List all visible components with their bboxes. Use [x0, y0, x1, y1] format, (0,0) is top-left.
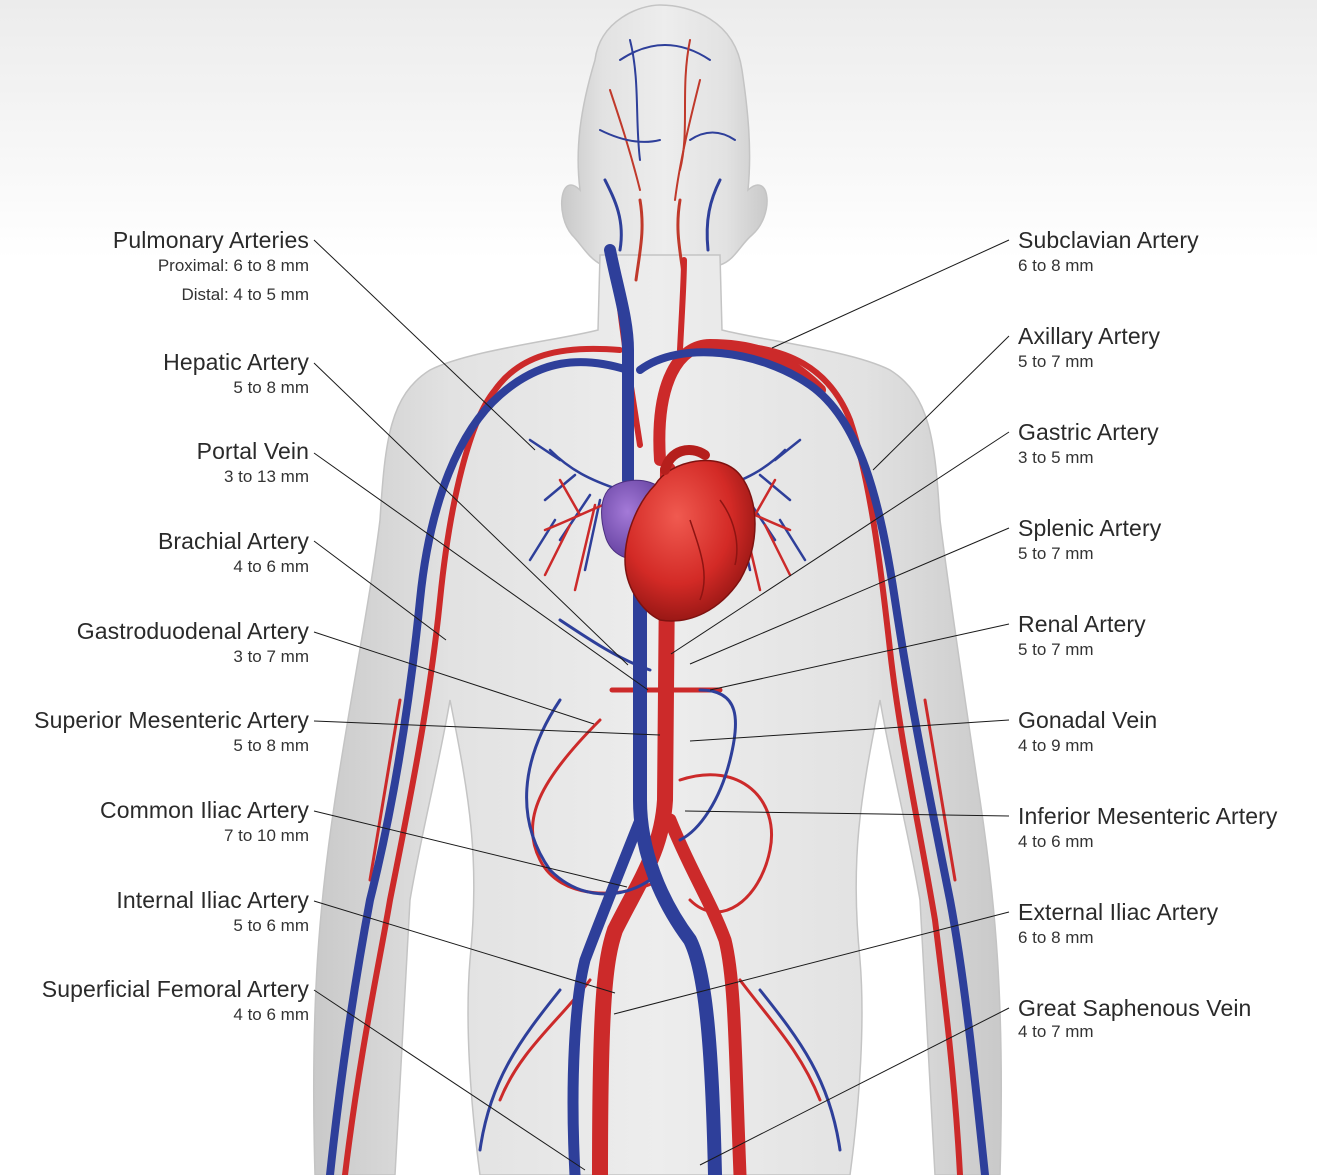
- label-size: Proximal: 6 to 8 mm: [113, 254, 309, 278]
- label-hepatic-artery: Hepatic Artery 5 to 8 mm: [163, 349, 309, 400]
- label-name: Superficial Femoral Artery: [42, 976, 309, 1003]
- label-name: Hepatic Artery: [163, 349, 309, 376]
- head-shape: [562, 5, 767, 285]
- label-name: Superior Mesenteric Artery: [34, 707, 309, 734]
- label-size: 5 to 7 mm: [1018, 638, 1146, 662]
- label-name: Splenic Artery: [1018, 515, 1161, 542]
- leader-subclavian-artery: [772, 240, 1009, 348]
- label-size: 3 to 5 mm: [1018, 446, 1159, 470]
- label-size: 3 to 7 mm: [77, 645, 309, 669]
- label-gastroduodenal-artery: Gastroduodenal Artery 3 to 7 mm: [77, 618, 309, 669]
- label-name: Renal Artery: [1018, 611, 1146, 638]
- label-name: Axillary Artery: [1018, 323, 1160, 350]
- label-name: Brachial Artery: [158, 528, 309, 555]
- label-size: 5 to 8 mm: [34, 734, 309, 758]
- label-size: 7 to 10 mm: [100, 824, 309, 848]
- label-size-secondary: Distal: 4 to 5 mm: [113, 284, 309, 306]
- label-name: Great Saphenous Vein: [1018, 995, 1251, 1022]
- label-name: Inferior Mesenteric Artery: [1018, 803, 1278, 830]
- label-axillary-artery: Axillary Artery 5 to 7 mm: [1018, 323, 1160, 374]
- label-size: 4 to 6 mm: [1018, 830, 1278, 854]
- label-superior-mesenteric-artery: Superior Mesenteric Artery 5 to 8 mm: [34, 707, 309, 758]
- label-size: 4 to 6 mm: [158, 555, 309, 579]
- label-size: 5 to 7 mm: [1018, 350, 1160, 374]
- label-subclavian-artery: Subclavian Artery 6 to 8 mm: [1018, 227, 1199, 278]
- label-name: Portal Vein: [197, 438, 309, 465]
- label-internal-iliac-artery: Internal Iliac Artery 5 to 6 mm: [116, 887, 309, 938]
- label-name: Gastroduodenal Artery: [77, 618, 309, 645]
- label-size: 4 to 7 mm: [1018, 1022, 1251, 1042]
- label-name: Gastric Artery: [1018, 419, 1159, 446]
- label-pulmonary-arteries: Pulmonary Arteries Proximal: 6 to 8 mm D…: [113, 227, 309, 306]
- label-portal-vein: Portal Vein 3 to 13 mm: [197, 438, 309, 489]
- label-size: 6 to 8 mm: [1018, 926, 1218, 950]
- label-size: 4 to 6 mm: [42, 1003, 309, 1027]
- label-splenic-artery: Splenic Artery 5 to 7 mm: [1018, 515, 1161, 566]
- label-name: Internal Iliac Artery: [116, 887, 309, 914]
- label-common-iliac-artery: Common Iliac Artery 7 to 10 mm: [100, 797, 309, 848]
- label-name: Pulmonary Arteries: [113, 227, 309, 254]
- label-name: Common Iliac Artery: [100, 797, 309, 824]
- label-size: 5 to 6 mm: [116, 914, 309, 938]
- label-size: 5 to 8 mm: [163, 376, 309, 400]
- label-name: External Iliac Artery: [1018, 899, 1218, 926]
- label-great-saphenous-vein: Great Saphenous Vein 4 to 7 mm: [1018, 995, 1251, 1042]
- label-inferior-mesenteric-artery: Inferior Mesenteric Artery 4 to 6 mm: [1018, 803, 1278, 854]
- label-size: 6 to 8 mm: [1018, 254, 1199, 278]
- label-size: 3 to 13 mm: [197, 465, 309, 489]
- label-brachial-artery: Brachial Artery 4 to 6 mm: [158, 528, 309, 579]
- label-name: Gonadal Vein: [1018, 707, 1157, 734]
- label-gastric-artery: Gastric Artery 3 to 5 mm: [1018, 419, 1159, 470]
- label-external-iliac-artery: External Iliac Artery 6 to 8 mm: [1018, 899, 1218, 950]
- label-gonadal-vein: Gonadal Vein 4 to 9 mm: [1018, 707, 1157, 758]
- label-name: Subclavian Artery: [1018, 227, 1199, 254]
- label-renal-artery: Renal Artery 5 to 7 mm: [1018, 611, 1146, 662]
- label-size: 5 to 7 mm: [1018, 542, 1161, 566]
- label-superficial-femoral-artery: Superficial Femoral Artery 4 to 6 mm: [42, 976, 309, 1027]
- label-size: 4 to 9 mm: [1018, 734, 1157, 758]
